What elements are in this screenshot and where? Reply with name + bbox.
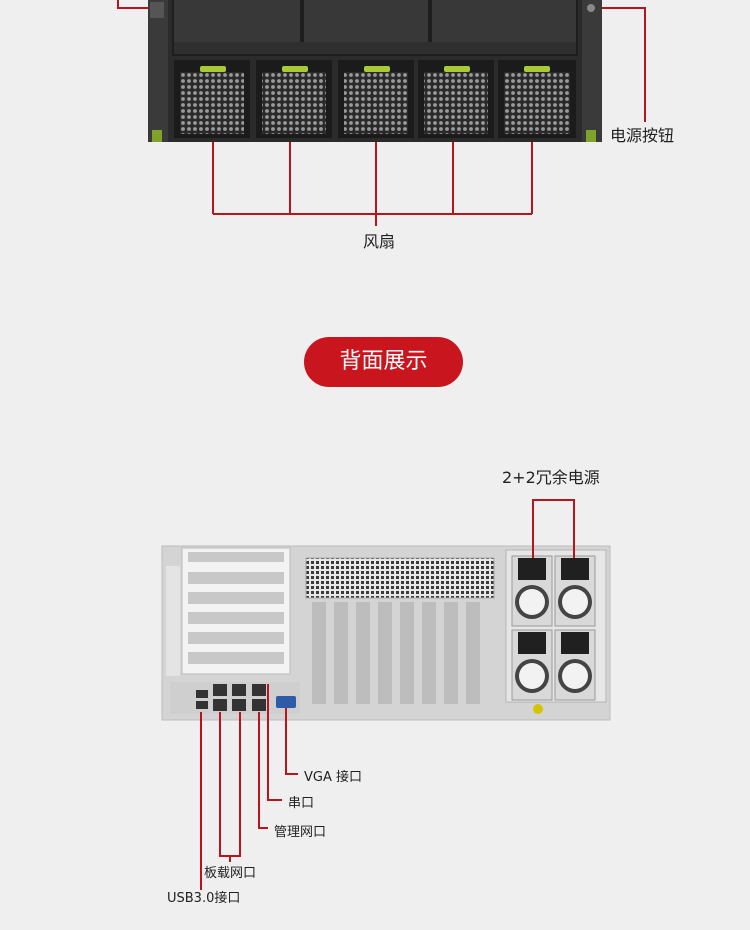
serial-label: 串口 [288,796,315,811]
rear-view-button[interactable]: 背面展示 [304,337,463,387]
rear-callout-lines [200,499,575,890]
usb-port-1 [196,690,208,698]
usb-port-2 [196,701,208,709]
usb-label: USB3.0接口 [167,891,241,906]
onboard-nic-label: 板载网口 [204,866,257,881]
serial-port [252,684,266,696]
vga-port [276,696,296,708]
psu-label: 2+2冗余电源 [502,468,600,487]
rear-chassis [161,545,611,721]
power-button-label: 电源按钮 [610,126,675,145]
expansion-slots [312,602,480,704]
fans-label: 风扇 [363,232,396,251]
front-chassis [148,0,602,142]
vent-grille [305,557,495,599]
rear-io-ports [170,682,300,714]
nic-port-2 [213,699,227,711]
front-callout-lines [117,0,646,226]
fan-modules [174,60,576,138]
vga-label: VGA 接口 [304,770,362,785]
power-supply-units [505,549,607,714]
mgmt-nic-label: 管理网口 [274,825,327,840]
nic-port-4 [232,699,246,711]
mgmt-port [252,699,266,711]
pcie-riser-slots [181,547,291,675]
nic-port-3 [232,684,246,696]
nic-port-1 [213,684,227,696]
drive-bays [174,0,576,54]
